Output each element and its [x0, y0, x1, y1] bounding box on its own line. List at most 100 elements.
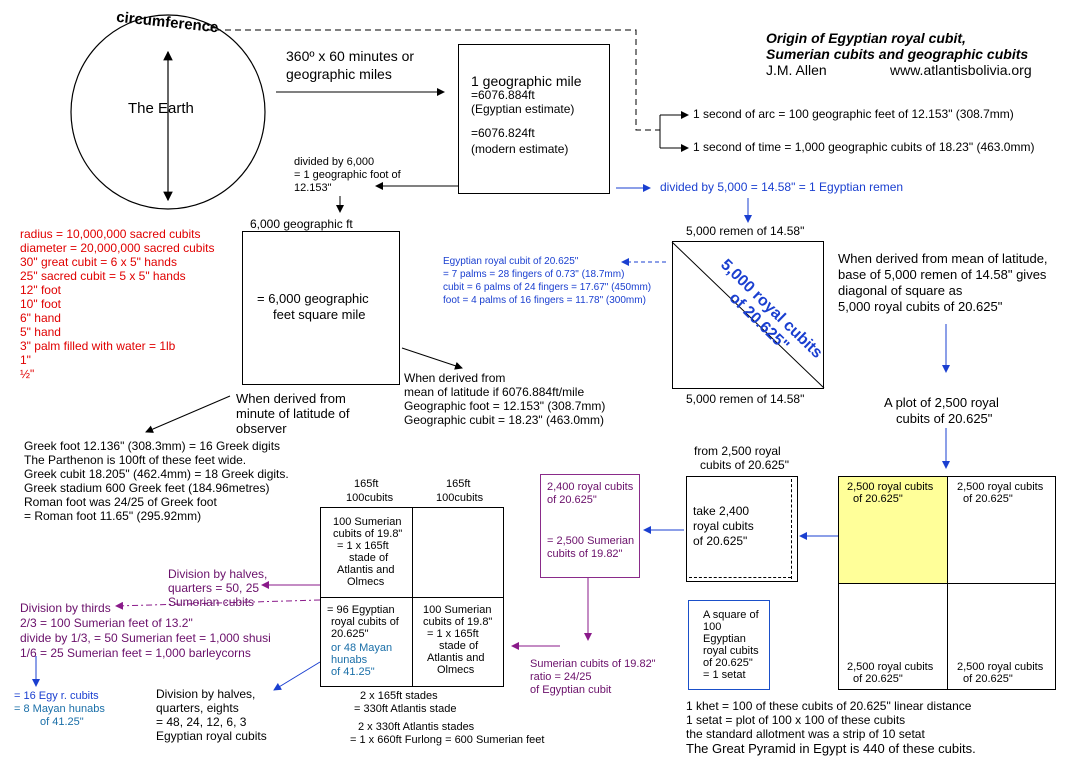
box-2400-top1: 2,400 royal cubits — [547, 481, 634, 493]
khet-note-3: the standard allotment was a strip of 10… — [686, 727, 925, 741]
arrow-stade-thirds — [115, 599, 321, 610]
egy-mayan-1: = 16 Egy r. cubits — [14, 690, 99, 702]
sacred-item: 12" foot — [20, 283, 61, 297]
greek-item: Greek cubit 18.205" (462.4mm) = 18 Greek… — [24, 467, 289, 481]
stade-col2-h1: 165ft — [446, 478, 471, 490]
sacred-item: 10" foot — [20, 297, 61, 311]
khet-note-4: The Great Pyramid in Egypt is 440 of the… — [686, 741, 976, 756]
latitude-mean-1: When derived from — [404, 371, 506, 385]
geo-mile-egyptian-note: (Egyptian estimate) — [471, 102, 575, 116]
title-line2: Sumerian cubits and geographic cubits — [766, 46, 1029, 62]
halves-sumerian-1: Division by halves, — [168, 567, 268, 581]
latitude-mean-3: Geographic foot = 12.153" (308.7mm) — [404, 399, 606, 413]
stade-bl-blue-2: hunabs — [331, 654, 368, 666]
sumerian-ratio-3: of Egyptian cubit — [530, 684, 612, 696]
latitude-mean-2: mean of latitude if 6076.884ft/mile — [404, 385, 585, 399]
second-of-time: 1 second of time = 1,000 geographic cubi… — [693, 140, 1035, 154]
remen-square-diagonal — [671, 241, 825, 389]
stade-bl-blue-3: of 41.25" — [331, 666, 375, 678]
stade-tl-3: = 1 x 165ft — [337, 540, 389, 552]
halves-sumerian-2: quarters = 50, 25 — [168, 581, 260, 595]
stade-below-1: 2 x 165ft stades — [360, 690, 438, 702]
khet-note-1: 1 khet = 100 of these cubits of 20.625" … — [686, 699, 972, 713]
thirds-1: Division by thirds — [20, 601, 111, 615]
stade-br-4: stade of — [439, 640, 479, 652]
from-2500-1: from 2,500 royal — [694, 444, 781, 458]
sumerian-ratio-2: ratio = 24/25 — [530, 671, 592, 683]
egyptian-cubit-4: foot = 4 palms of 16 fingers = 11.78" (3… — [443, 295, 646, 306]
square-100-3: Egyptian — [703, 633, 746, 645]
thirds-2: 2/3 = 100 Sumerian feet of 13.2" — [20, 616, 193, 630]
title-line1: Origin of Egyptian royal cubit, — [766, 30, 966, 46]
remen-square — [672, 241, 824, 389]
title-author: J.M. Allen — [766, 62, 827, 78]
stade-br-3: = 1 x 165ft — [427, 628, 479, 640]
sumerian-ratio-1: Sumerian cubits of 19.82" — [530, 658, 656, 670]
take-2400-1: take 2,400 — [693, 504, 750, 518]
geo-mile-egyptian: =6076.884ft — [471, 88, 535, 102]
square-100-5: of 20.625" — [703, 657, 753, 669]
latitude-left-2: minute of latitude of — [236, 406, 350, 421]
square-100-6: = 1 setat — [703, 669, 746, 681]
stade-grid-hline — [321, 597, 503, 598]
egy-mayan-3: of 41.25" — [40, 716, 84, 728]
plot-br-1: 2,500 royal cubits — [957, 661, 1044, 673]
stade-col1-h2: 100cubits — [346, 492, 394, 504]
sacred-item: 30" great cubit = 6 x 5" hands — [20, 255, 177, 269]
latitude-mean-4: Geographic cubit = 18.23" (463.0mm) — [404, 413, 605, 427]
stade-tl-6: Olmecs — [347, 576, 385, 588]
stade-below-4: = 1 x 660ft Furlong = 600 Sumerian feet — [350, 734, 545, 746]
remen-square-top-label: 5,000 remen of 14.58" — [686, 224, 805, 238]
stade-tl-2: cubits of 19.8" — [333, 528, 403, 540]
geo-mile-title: 1 geographic mile — [471, 73, 582, 89]
stade-bl-1: = 96 Egyptian — [327, 604, 395, 616]
stade-br-2: cubits of 19.8" — [423, 616, 493, 628]
halves-egyptian-3: = 48, 24, 12, 6, 3 — [156, 715, 247, 729]
second-of-arc: 1 second of arc = 100 geographic feet of… — [693, 107, 1014, 121]
take-2400-2: royal cubits — [693, 519, 754, 533]
sacred-item: 6" hand — [20, 311, 61, 325]
plot-grid-hline — [839, 583, 1055, 584]
sacred-item: ½" — [20, 367, 35, 381]
square-100-1: A square of — [703, 609, 759, 621]
plot-grid: 2,500 royal cubits of 20.625" 2,500 roya… — [838, 476, 1056, 690]
arc-label-1: 360º x 60 minutes or — [286, 48, 415, 64]
sacred-item: 3" palm filled with water = 1lb — [20, 339, 176, 353]
from-2500-2: cubits of 20.625" — [700, 458, 789, 472]
earth-label: The Earth — [128, 100, 194, 117]
greek-item: The Parthenon is 100ft of these feet wid… — [24, 453, 247, 467]
halves-sumerian-3: Sumerian cubits — [168, 595, 255, 609]
stade-br-6: Olmecs — [437, 664, 475, 676]
stade-tl-1: 100 Sumerian — [333, 516, 402, 528]
divided-6000-1: divided by 6,000 — [294, 156, 375, 168]
greek-item: Greek foot 12.136" (308.3mm) = 16 Greek … — [24, 439, 281, 453]
earth-circle — [70, 14, 266, 210]
geo-square-line1: = 6,000 geographic — [257, 291, 369, 306]
arrow-stade-to-egyptian — [273, 661, 321, 691]
egyptian-cubit-3: cubit = 6 palms of 24 fingers = 17.67" (… — [443, 282, 652, 293]
egyptian-cubit-1: Egyptian royal cubit of 20.625" — [443, 256, 579, 267]
box-2400-bottom2: cubits of 19.82" — [547, 548, 623, 560]
remen-square-bottom-label: 5,000 remen of 14.58" — [686, 392, 805, 406]
sacred-item: 5" hand — [20, 325, 61, 339]
greek-item: = Roman foot 11.65" (295.92mm) — [24, 509, 202, 523]
halves-egyptian-4: Egyptian royal cubits — [156, 729, 267, 743]
geo-mile-modern: =6076.824ft — [471, 126, 535, 140]
plot-tl-1: 2,500 royal cubits — [847, 481, 934, 493]
plot-tr-2: of 20.625" — [963, 493, 1013, 505]
take-2400-dashed-edge — [791, 479, 792, 579]
square-100-4: royal cubits — [703, 645, 759, 657]
arrow-square-to-greek — [145, 395, 231, 433]
square-100-box: A square of 100 Egyptian royal cubits of… — [688, 600, 770, 690]
egyptian-cubit-2: = 7 palms = 28 fingers of 0.73" (18.7mm) — [443, 269, 625, 280]
stade-grid: 100 Sumerian cubits of 19.8" = 1 x 165ft… — [320, 507, 504, 687]
sacred-item: diameter = 20,000,000 sacred cubits — [20, 241, 215, 255]
greek-item: Roman foot was 24/25 of Greek foot — [24, 495, 217, 509]
box-2400: 2,400 royal cubits of 20.625" = 2,500 Su… — [540, 474, 640, 578]
greek-item: Greek stadium 600 Greek feet (184.96metr… — [24, 481, 270, 495]
stade-bl-blue-1: or 48 Mayan — [331, 642, 393, 654]
geo-mile-box: 1 geographic mile =6076.884ft (Egyptian … — [458, 44, 610, 194]
divided-5000: divided by 5,000 = 14.58" = 1 Egyptian r… — [660, 180, 904, 194]
title-website: www.atlantisbolivia.org — [890, 62, 1032, 78]
